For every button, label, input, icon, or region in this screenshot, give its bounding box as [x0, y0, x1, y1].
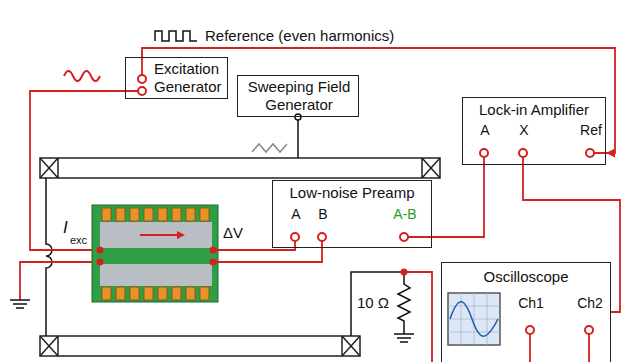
top-coil [40, 158, 440, 178]
signal-wire [523, 165, 620, 312]
sine-symbol [64, 71, 100, 81]
wire-path [523, 165, 620, 312]
signal-wire [142, 48, 615, 158]
chip-substrate [92, 205, 218, 302]
terminal [318, 233, 326, 241]
ground-symbol [394, 334, 414, 342]
chip-pads [102, 208, 209, 300]
port-label: A [291, 205, 300, 223]
subscript: exc [70, 231, 87, 249]
preamp-box: Low-noise PreampAB A-B [272, 180, 432, 248]
terminal [480, 149, 488, 157]
arrowhead [606, 149, 615, 158]
signal-wire [432, 165, 484, 237]
excitation-generator-box: Excitation Generator [125, 57, 228, 99]
junction-dot [401, 269, 408, 276]
wire-path [142, 48, 615, 153]
terminal [138, 87, 146, 95]
sweep-generator-box: Sweeping Field Generator [237, 75, 359, 117]
current-arrow [140, 234, 178, 236]
terminal [138, 75, 146, 83]
terminal [291, 233, 299, 241]
contact-dot [97, 247, 104, 254]
voltage-wire [213, 241, 322, 262]
box-title: Lock-in Amplifier [463, 101, 605, 119]
terminal [526, 326, 534, 334]
port-label: A-B [393, 205, 416, 223]
wire-path [432, 165, 484, 237]
box-title: Sweeping Field Generator [244, 78, 354, 114]
terminal [519, 149, 527, 157]
screen-grid [448, 293, 500, 345]
chip-strip [100, 222, 212, 248]
triangle-wave-symbol [252, 144, 287, 152]
resistor-symbol [351, 272, 410, 336]
scope-wire [404, 272, 432, 362]
ground-symbol [10, 300, 30, 308]
chip-strip [100, 264, 212, 286]
oscilloscope-box: OscilloscopeCh1 Ch2 [441, 262, 611, 362]
terminal [400, 233, 408, 241]
resistor-value: 10 Ω [357, 294, 389, 312]
port-label: A [480, 121, 489, 139]
scope-screen [448, 293, 500, 345]
port-label: Ch1 [518, 294, 544, 312]
screen [448, 293, 500, 345]
sweep-wire [297, 120, 299, 158]
square-wave-symbol [155, 31, 197, 41]
port-label: Ch2 [577, 294, 603, 312]
box-title: Oscilloscope [442, 268, 610, 286]
bottom-coil [40, 336, 360, 356]
port-label: X [519, 121, 528, 139]
screen-trace [450, 302, 498, 337]
terminal [586, 149, 594, 157]
coil-ends [40, 336, 360, 356]
sample-chip [92, 205, 218, 302]
ground-wire [20, 262, 100, 300]
terminal-stubs [142, 57, 606, 362]
coil-ends [40, 158, 440, 178]
current-arrowhead [177, 231, 185, 239]
contact-dot [97, 259, 104, 266]
coil-link-wire [46, 178, 52, 336]
coil-body [40, 158, 440, 178]
terminal [585, 326, 593, 334]
port-label: Ref [580, 121, 602, 139]
box-title: Low-noise Preamp [273, 184, 431, 202]
current-symbol: I [63, 219, 68, 237]
lock-in-box: Lock-in AmplifierA X Ref [462, 97, 606, 165]
terminal [295, 114, 301, 120]
port-label: B [318, 205, 327, 223]
voltage-symbol: ΔV [223, 224, 243, 242]
coil-body [40, 336, 360, 356]
signal-label: Reference (even harmonics) [205, 27, 394, 45]
box-title: Excitation Generator [154, 60, 226, 96]
